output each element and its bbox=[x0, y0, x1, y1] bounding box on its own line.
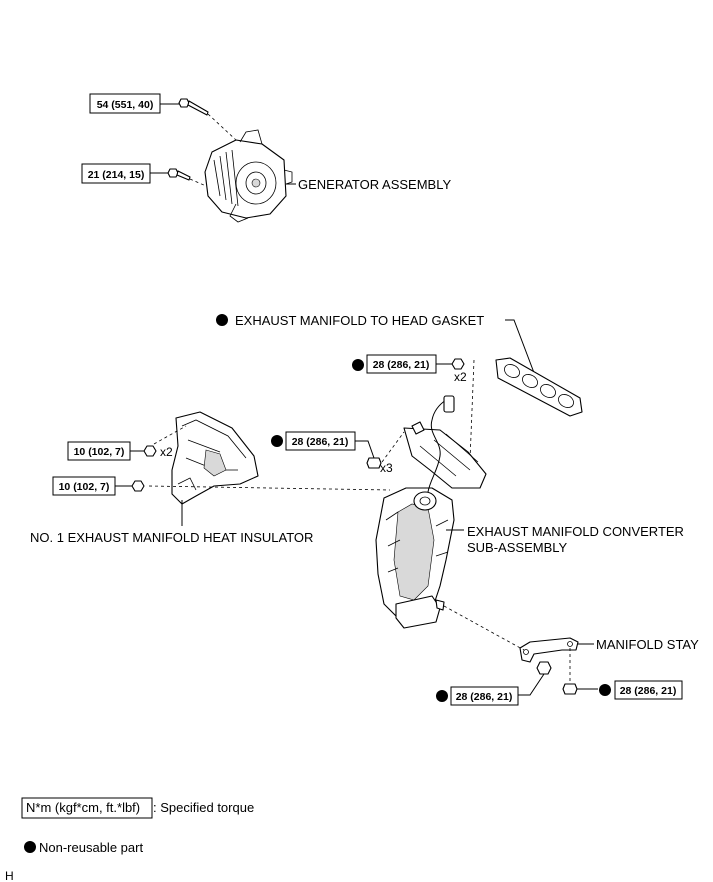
torque-box-gen-bottom bbox=[81, 163, 151, 184]
torque-gen-top: 54 (551, 40) bbox=[97, 99, 154, 111]
manifold-bolt bbox=[366, 457, 382, 469]
legend-nonreusable-mark bbox=[24, 841, 36, 853]
manifold-stay bbox=[519, 637, 579, 663]
exhaust-manifold-converter bbox=[375, 395, 487, 629]
qty-manifold-bolt: x3 bbox=[380, 461, 393, 475]
legend-torque-box bbox=[21, 797, 153, 819]
label-insulator: NO. 1 EXHAUST MANIFOLD HEAT INSULATOR bbox=[30, 530, 313, 545]
torque-insulator-b: 10 (102, 7) bbox=[59, 481, 110, 493]
legend-nonreusable-text: Non-reusable part bbox=[39, 840, 143, 855]
label-manifold-stay: MANIFOLD STAY bbox=[596, 637, 699, 652]
nonreusable-mark-gasket bbox=[216, 314, 228, 326]
nonreusable-mark-gasket-nut bbox=[352, 359, 364, 371]
torque-stay-bolt: 28 (286, 21) bbox=[620, 685, 677, 697]
generator-bolt-top bbox=[178, 98, 209, 116]
label-converter-line1: EXHAUST MANIFOLD CONVERTER bbox=[467, 524, 684, 539]
torque-gen-bottom: 21 (214, 15) bbox=[88, 169, 145, 181]
insulator-bolt-a bbox=[143, 445, 157, 457]
torque-box-gen-top bbox=[89, 93, 161, 114]
qty-insulator-bolt: x2 bbox=[160, 445, 173, 459]
torque-gasket-nut: 28 (286, 21) bbox=[373, 359, 430, 371]
torque-box-stay-nut bbox=[450, 686, 519, 706]
stay-nut bbox=[536, 661, 552, 675]
generator-bolt-bottom bbox=[167, 168, 191, 181]
label-generator-assembly: GENERATOR ASSEMBLY bbox=[298, 177, 451, 192]
heat-insulator bbox=[171, 411, 259, 505]
exhaust-gasket bbox=[495, 357, 583, 417]
legend-torque-text: : Specified torque bbox=[153, 800, 254, 815]
torque-box-stay-bolt bbox=[614, 680, 683, 700]
insulator-bolt-b bbox=[131, 480, 145, 492]
gasket-nut bbox=[451, 358, 465, 370]
label-gasket: EXHAUST MANIFOLD TO HEAD GASKET bbox=[235, 313, 484, 328]
torque-manifold-bolt: 28 (286, 21) bbox=[292, 436, 349, 448]
nonreusable-mark-stay-bolt bbox=[599, 684, 611, 696]
generator-assembly bbox=[204, 129, 293, 223]
torque-stay-nut: 28 (286, 21) bbox=[456, 691, 513, 703]
nonreusable-mark-stay-nut bbox=[436, 690, 448, 702]
nonreusable-mark-manifold-bolt bbox=[271, 435, 283, 447]
corner-code: H bbox=[5, 869, 14, 882]
label-converter-line2: SUB-ASSEMBLY bbox=[467, 540, 568, 555]
torque-insulator-a: 10 (102, 7) bbox=[74, 446, 125, 458]
stay-bolt bbox=[562, 683, 578, 695]
legend-torque-units: N*m (kgf*cm, ft.*lbf) bbox=[26, 800, 140, 815]
qty-gasket-nut: x2 bbox=[454, 370, 467, 384]
